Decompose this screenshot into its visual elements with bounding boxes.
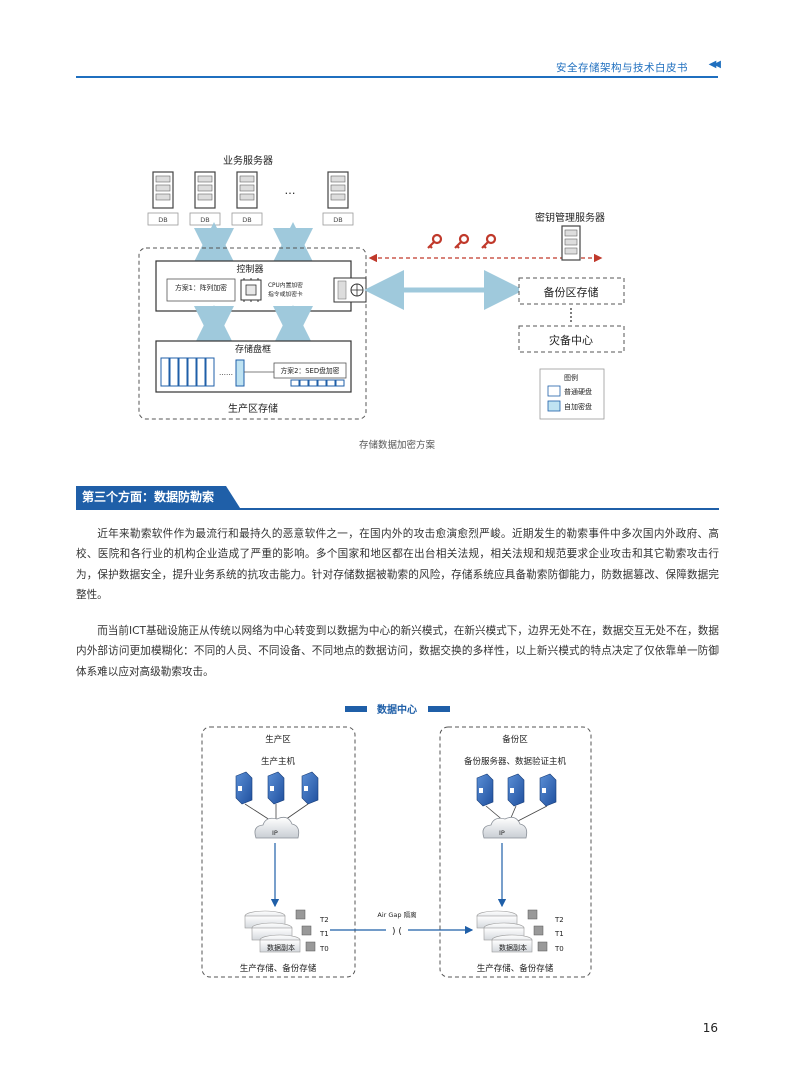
scheme2-label: 方案2：SED盘加密 bbox=[281, 366, 340, 375]
ip-network-icon: IP bbox=[254, 816, 300, 839]
production-zone-label: 生产区 bbox=[265, 734, 291, 745]
section-heading: 第三个方面：数据防勒索 bbox=[76, 486, 719, 510]
diagram1-caption: 存储数据加密方案 bbox=[358, 440, 435, 451]
cpu-encryption-label-2: 指令或加密卡 bbox=[268, 290, 303, 298]
t1-label: T1 bbox=[554, 930, 564, 938]
db-label: DB bbox=[242, 216, 251, 224]
backup-storage-box bbox=[518, 277, 625, 305]
host-icon bbox=[235, 771, 253, 805]
key-icon bbox=[454, 233, 470, 249]
dr-center-box bbox=[518, 325, 625, 353]
disk-enclosure-label: 存储盘框 bbox=[235, 343, 271, 355]
key-server-label: 密钥管理服务器 bbox=[535, 211, 605, 224]
data-copy-label: 数据副本 bbox=[499, 943, 527, 952]
production-hosts-label: 生产主机 bbox=[261, 756, 296, 767]
svg-text:IP: IP bbox=[272, 829, 278, 837]
controller-label: 控制器 bbox=[236, 263, 263, 275]
db-label: DB bbox=[333, 216, 342, 224]
storage-disks-icon bbox=[476, 910, 533, 953]
business-servers-label: 业务服务器 bbox=[223, 154, 273, 167]
legend-label-sed: 自加密盘 bbox=[564, 402, 592, 411]
data-center-diagram: 数据中心 生产区 生产主机 IP 数据副本 T2 T1 T0 生产存储、备份存储… bbox=[201, 703, 592, 978]
scheme1-label: 方案1：阵列加密 bbox=[175, 283, 227, 292]
paragraph-2: 而当前ICT基础设施正从传统以网络为中心转变到以数据为中心的新兴模式，在新兴模式… bbox=[76, 625, 719, 678]
servers-ellipsis: … bbox=[285, 184, 296, 197]
backup-storage-label: 备份区存储 bbox=[544, 285, 599, 299]
section-divider bbox=[76, 508, 719, 510]
storage-disks-icon bbox=[244, 910, 301, 953]
air-gap-symbol: ) ( bbox=[392, 927, 402, 937]
air-gap-label: Air Gap 隔离 bbox=[377, 910, 417, 919]
section-title: 第三个方面：数据防勒索 bbox=[76, 486, 240, 508]
normal-disk-group bbox=[160, 357, 215, 387]
db-label: DB bbox=[158, 216, 167, 224]
legend-swatch-sed bbox=[547, 400, 561, 412]
production-storage-label-2: 生产存储、备份存储 bbox=[240, 963, 317, 974]
backup-storage-label-2: 生产存储、备份存储 bbox=[477, 963, 554, 974]
header-title: 安全存储架构与技术白皮书 bbox=[556, 62, 688, 74]
production-storage-area bbox=[138, 247, 367, 420]
server-icon bbox=[561, 225, 581, 261]
legend-title: 图例 bbox=[564, 373, 578, 382]
host-icon bbox=[539, 773, 557, 807]
production-zone bbox=[201, 726, 356, 978]
paragraph-1: 近年来勒索软件作为最流行和最持久的恶意软件之一，在国内外的攻击愈演愈烈严峻。近期… bbox=[76, 528, 719, 602]
server-icon bbox=[236, 171, 258, 209]
data-center-title: 数据中心 bbox=[377, 703, 417, 716]
backup-zone bbox=[439, 726, 592, 978]
legend-swatch-normal bbox=[547, 385, 561, 397]
t0-label: T0 bbox=[554, 945, 564, 953]
t2-label: T2 bbox=[319, 916, 329, 924]
host-icon bbox=[301, 771, 319, 805]
header-arrows-icon: ◀◀ bbox=[708, 59, 722, 70]
host-icon bbox=[267, 771, 285, 805]
t1-label: T1 bbox=[319, 930, 329, 938]
host-icon bbox=[507, 773, 525, 807]
host-icon bbox=[476, 773, 494, 807]
normal-disk-group bbox=[290, 379, 345, 387]
t2-label: T2 bbox=[554, 916, 564, 924]
server-icon bbox=[152, 171, 174, 209]
backup-hosts-label: 备份服务器、数据验证主机 bbox=[464, 756, 567, 767]
cpu-chip-icon bbox=[240, 278, 262, 302]
disk-dots: …… bbox=[219, 369, 233, 377]
key-icon bbox=[481, 233, 497, 249]
dr-center-label: 灾备中心 bbox=[549, 333, 593, 347]
cpu-encryption-label: CPU内置加密 bbox=[268, 281, 303, 289]
network-card-icon bbox=[333, 277, 367, 303]
ip-network-icon: IP bbox=[482, 816, 528, 839]
server-icon bbox=[194, 171, 216, 209]
page-number: 16 bbox=[702, 1021, 718, 1035]
key-icon bbox=[427, 233, 443, 249]
t0-label: T0 bbox=[319, 945, 329, 953]
db-label: DB bbox=[200, 216, 209, 224]
legend-label-normal: 普通硬盘 bbox=[564, 387, 592, 396]
svg-text:IP: IP bbox=[499, 829, 505, 837]
sed-disk bbox=[235, 359, 245, 387]
data-copy-label: 数据副本 bbox=[267, 943, 295, 952]
production-storage-label: 生产区存储 bbox=[228, 402, 278, 415]
page-header: 安全存储架构与技术白皮书 ◀◀ bbox=[76, 56, 722, 78]
server-icon bbox=[327, 171, 349, 209]
backup-zone-label: 备份区 bbox=[502, 734, 528, 745]
storage-encryption-diagram: 业务服务器 … DB DB DB DB 控制器 方案1：阵列加密 bbox=[138, 154, 625, 420]
